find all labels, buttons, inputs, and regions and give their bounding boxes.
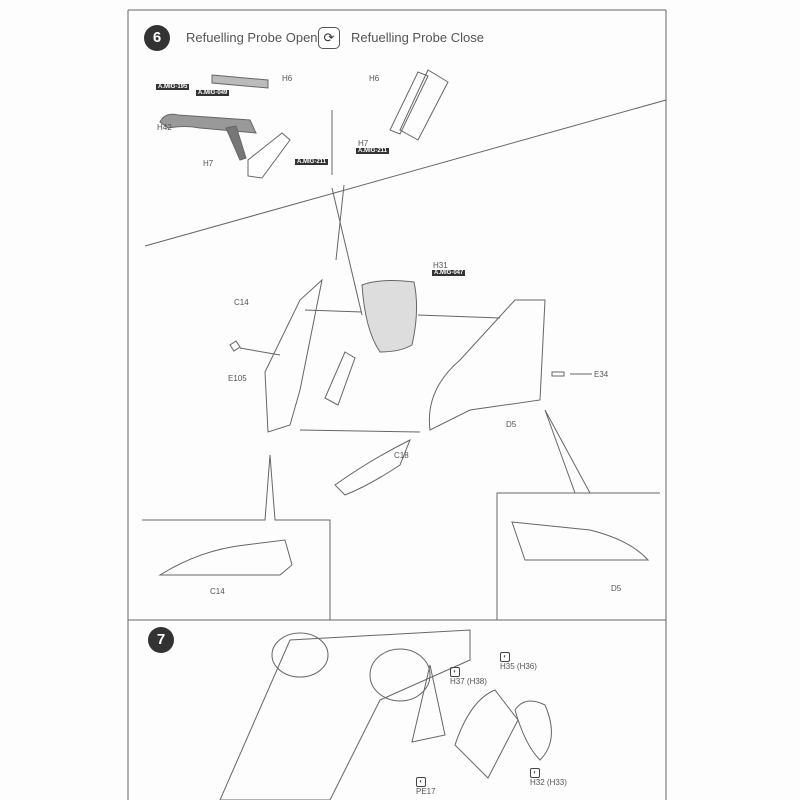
inset-part-label: D5 [611, 584, 622, 593]
side-icon: ◐ [530, 768, 540, 778]
paint-code: A.MIG-047 [432, 270, 466, 276]
part-label: H7 [203, 159, 214, 168]
part-label: ◐PE17 [416, 777, 436, 796]
inset-part-label: C14 [210, 587, 225, 596]
part-label: C18 [394, 451, 409, 460]
part-label: H7 [358, 139, 369, 148]
step-7-badge: 7 [148, 627, 174, 653]
step-6-badge: 6 [144, 25, 170, 51]
part-label: ◐H35 (H36) [500, 652, 537, 671]
side-icon: ◐ [500, 652, 510, 662]
part-label: H6 [369, 74, 380, 83]
rotate-option-icon: ⟳ [318, 27, 340, 49]
part-label: ◐H37 (H38) [450, 667, 487, 686]
title-probe-close: Refuelling Probe Close [351, 30, 484, 45]
part-label: C14 [234, 298, 249, 307]
paint-code: A.MIG-049 [196, 90, 230, 96]
side-icon: ◐ [416, 777, 426, 787]
part-label: H42 [157, 123, 172, 132]
paint-code: A.MIG-211 [295, 159, 329, 165]
side-icon: ◐ [450, 667, 460, 677]
part-label: E105 [228, 374, 247, 383]
title-probe-open: Refuelling Probe Open [186, 30, 318, 45]
part-label: E34 [594, 370, 609, 379]
paint-code: A.MIG-211 [356, 148, 390, 154]
part-label: D5 [506, 420, 517, 429]
part-label: ◐H32 (H33) [530, 768, 567, 787]
part-label: H6 [282, 74, 293, 83]
paint-code: A.MIG-195 [156, 84, 190, 90]
part-label: H31 [433, 261, 448, 270]
